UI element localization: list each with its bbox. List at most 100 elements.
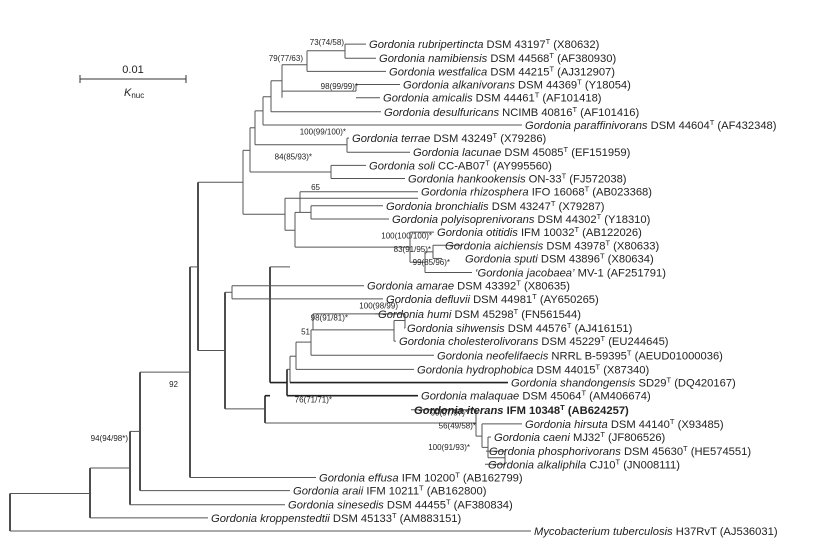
species-name: Gordonia sinesedis bbox=[288, 500, 384, 512]
accession-number: (AY995560) bbox=[490, 160, 552, 172]
type-strain-mark: T bbox=[577, 78, 582, 87]
type-strain-mark: T bbox=[532, 292, 537, 301]
tip-label: Gordonia namibiensis DSM 44568T (AF38093… bbox=[379, 51, 616, 65]
species-name: Gordonia rubripertincta bbox=[369, 39, 483, 51]
type-strain-mark: T bbox=[670, 417, 675, 426]
species-name: Gordonia sihwensis bbox=[407, 323, 505, 335]
strain-designation: DSM 44981 bbox=[470, 294, 532, 306]
type-strain-mark: T bbox=[514, 307, 519, 316]
species-name: Gordonia polyisoprenivorans bbox=[392, 214, 535, 226]
species-name: Gordonia araii bbox=[293, 486, 364, 498]
accession-number: (FJ572038) bbox=[566, 174, 627, 186]
species-name: Gordonia alkaliphila bbox=[488, 459, 586, 471]
bootstrap-value: 100(98/99) bbox=[359, 301, 398, 310]
tip-label: Gordonia amarae DSM 43392T (X80635) bbox=[367, 279, 570, 293]
species-name: Gordonia rhizosphera bbox=[421, 187, 529, 199]
tip-label: Gordonia sihwensis DSM 44576T (AJ416151) bbox=[407, 321, 633, 335]
accession-number: (AB162800) bbox=[424, 486, 487, 498]
accession-number: (X80633) bbox=[610, 240, 659, 252]
species-name: Gordonia otitidis bbox=[437, 227, 518, 239]
tip-label: Gordonia effusa IFM 10200T (AB162799) bbox=[319, 470, 523, 484]
tip-label: Gordonia cholesterolivorans DSM 45229T (… bbox=[399, 334, 669, 348]
tip-label: Gordonia araii IFM 10211T (AB162800) bbox=[293, 484, 487, 498]
bootstrap-value: 73(74/58) bbox=[310, 38, 345, 47]
tip-label: Mycobacterium tuberculosis H37RvT (AJ536… bbox=[534, 526, 778, 538]
tip-label: Gordonia hirsuta DSM 44140T (X93485) bbox=[525, 417, 724, 431]
strain-designation: SD29 bbox=[635, 378, 666, 390]
accession-number: (X87340) bbox=[600, 364, 649, 376]
strain-designation: NRRL B-59395 bbox=[548, 350, 627, 362]
accession-number: (X80634) bbox=[605, 253, 654, 265]
tip-label: Gordonia amicalis DSM 44461T (AF101418) bbox=[383, 91, 602, 105]
strain-designation: DSM 43392 bbox=[454, 281, 516, 293]
tip-label: Gordonia shandongensis SD29T (DQ420167) bbox=[511, 376, 736, 390]
tip-label: Gordonia polyisoprenivorans DSM 44302T (… bbox=[392, 212, 651, 226]
tip-label: Gordonia rhizosphera IFO 16068T (AB02336… bbox=[421, 185, 652, 199]
accession-number: (AJ536031) bbox=[717, 526, 778, 538]
tip-labels: Gordonia rubripertincta DSM 43197T (X806… bbox=[211, 37, 778, 538]
accession-number: (AEUD01000036) bbox=[631, 350, 723, 362]
strain-designation: DSM 45085 bbox=[501, 147, 563, 159]
tip-label: Gordonia hankookensis ON-33T (FJ572038) bbox=[408, 172, 627, 186]
species-name: Mycobacterium tuberculosis bbox=[534, 526, 673, 538]
species-name: Gordonia hirsuta bbox=[525, 419, 608, 431]
species-name: Gordonia amicalis bbox=[383, 93, 473, 105]
type-strain-mark: T bbox=[567, 321, 572, 330]
tip-label: Gordonia bronchialis DSM 43247T (X79287) bbox=[386, 199, 605, 213]
accession-number: (AB122026) bbox=[579, 227, 642, 239]
species-name: Gordonia iterans bbox=[414, 405, 504, 417]
strain-designation: DSM 44576 bbox=[505, 323, 567, 335]
type-strain-mark: T bbox=[446, 498, 451, 507]
species-name: Gordonia westfalica bbox=[389, 66, 487, 78]
tip-label: Gordonia hydrophobica DSM 44015T (X87340… bbox=[417, 362, 649, 376]
bootstrap-value: 100(91/93)* bbox=[428, 443, 470, 452]
bootstrap-values: 73(74/58)79(77/63)98(99/99)*100(99/100)*… bbox=[91, 38, 476, 452]
species-name: Gordonia caeni bbox=[494, 432, 570, 444]
tree-branches bbox=[9, 43, 531, 532]
accession-number: (AB162799) bbox=[460, 472, 523, 484]
tip-label: Gordonia malaquae DSM 45064T (AM406674) bbox=[421, 389, 651, 403]
tip-label: Gordonia sputi DSM 43896T (X80634) bbox=[465, 251, 654, 265]
tip-label: Gordonia soli CC-AB07T (AY995560) bbox=[369, 158, 552, 172]
species-name: Gordonia lacunae bbox=[413, 147, 501, 159]
accession-number: (FN561544) bbox=[518, 309, 581, 321]
tip-label: Gordonia desulfuricans NCIMB 40816T (AF1… bbox=[384, 105, 639, 119]
type-strain-mark: T bbox=[392, 511, 397, 520]
tip-label: Gordonia caeni MJ32T (JF806526) bbox=[494, 430, 666, 444]
species-name: Gordonia soli bbox=[369, 160, 435, 172]
type-strain-mark: T bbox=[419, 484, 424, 493]
type-strain-mark: T bbox=[562, 172, 567, 181]
type-strain-mark: T bbox=[564, 145, 569, 154]
strain-designation: DSM 43247 bbox=[489, 201, 551, 213]
bootstrap-value: 79(77/63) bbox=[269, 54, 304, 63]
strain-designation: DSM 43249 bbox=[430, 133, 492, 145]
species-name: Gordonia shandongensis bbox=[511, 378, 636, 390]
type-strain-mark: T bbox=[601, 334, 606, 343]
strain-designation: IFM 10032 bbox=[518, 227, 575, 239]
bootstrap-value: 92 bbox=[169, 380, 178, 389]
bootstrap-value: 65 bbox=[311, 183, 320, 192]
strain-designation: DSM 45229 bbox=[538, 336, 600, 348]
type-strain-mark: T bbox=[485, 158, 490, 167]
type-strain-mark: T bbox=[549, 64, 554, 73]
type-strain-mark: T bbox=[551, 199, 556, 208]
species-name: Gordonia kroppenstedtii bbox=[211, 513, 330, 525]
tip-label: Gordonia westfalica DSM 44215T (AJ312907… bbox=[389, 64, 615, 78]
strain-designation: DSM 44015 bbox=[533, 364, 595, 376]
species-name: Gordonia cholesterolivorans bbox=[399, 336, 539, 348]
type-strain-mark: T bbox=[627, 348, 632, 357]
tip-label: Gordonia alkanivorans DSM 44369T (Y18054… bbox=[403, 78, 631, 92]
species-name: Gordonia hydrophobica bbox=[417, 364, 533, 376]
scale-bar-label: Knuc bbox=[124, 87, 144, 100]
species-name: Gordonia desulfuricans bbox=[384, 107, 499, 119]
type-strain-mark: T bbox=[560, 403, 565, 412]
bootstrap-value: 56(49/58)* bbox=[439, 422, 476, 431]
strain-designation: DSM 44140 bbox=[608, 419, 670, 431]
strain-designation: DSM 44302 bbox=[534, 214, 596, 226]
accession-number: (AF380834) bbox=[451, 500, 513, 512]
strain-designation: CJ10 bbox=[586, 459, 615, 471]
scale-bar-value: 0.01 bbox=[122, 64, 143, 76]
species-name: Gordonia effusa bbox=[319, 472, 399, 484]
species-name: ‘Gordonia jacobaea’ bbox=[475, 268, 575, 280]
strain-designation: DSM 44455 bbox=[384, 500, 446, 512]
